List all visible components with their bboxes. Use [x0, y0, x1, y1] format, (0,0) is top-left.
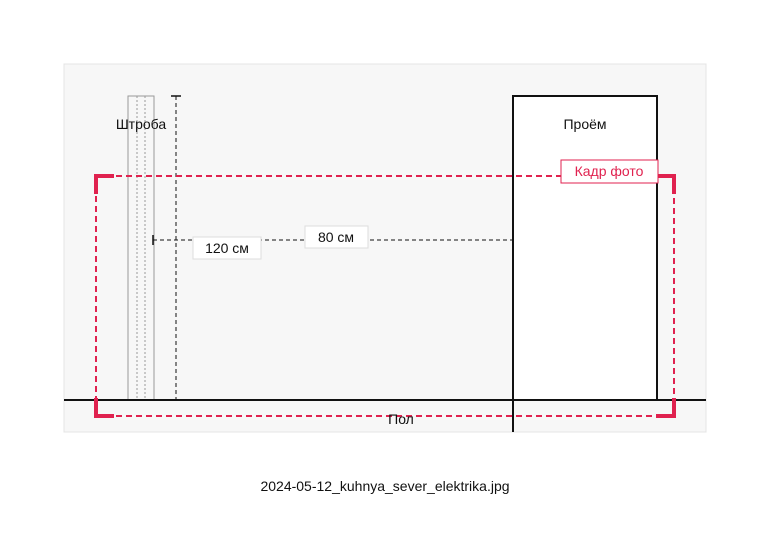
file-name-caption: 2024-05-12_kuhnya_sever_elektrika.jpg	[260, 478, 509, 494]
chase-outline	[127, 95, 155, 401]
opening-fill	[513, 96, 657, 400]
opening-outline	[512, 95, 658, 432]
frame-corner-top-right	[656, 174, 676, 194]
frame-corner-top-left	[94, 174, 114, 194]
height-dimension-label: 120 см	[205, 240, 249, 256]
frame-label-box	[560, 159, 659, 184]
photo-frame	[94, 174, 676, 418]
frame-label: Кадр фото	[575, 163, 644, 179]
photo-frame-border	[95, 175, 675, 417]
chase-label: Штроба	[116, 116, 167, 132]
distance-dimension-label: 80 см	[318, 229, 354, 245]
distance-label-box	[304, 225, 369, 249]
frame-corner-bottom-left	[94, 398, 114, 418]
frame-corner-bottom-right	[656, 398, 676, 418]
chase-channel	[127, 95, 155, 401]
opening-label: Проём	[563, 116, 606, 132]
floor-label: Пол	[388, 411, 414, 427]
height-label-box	[192, 236, 262, 260]
